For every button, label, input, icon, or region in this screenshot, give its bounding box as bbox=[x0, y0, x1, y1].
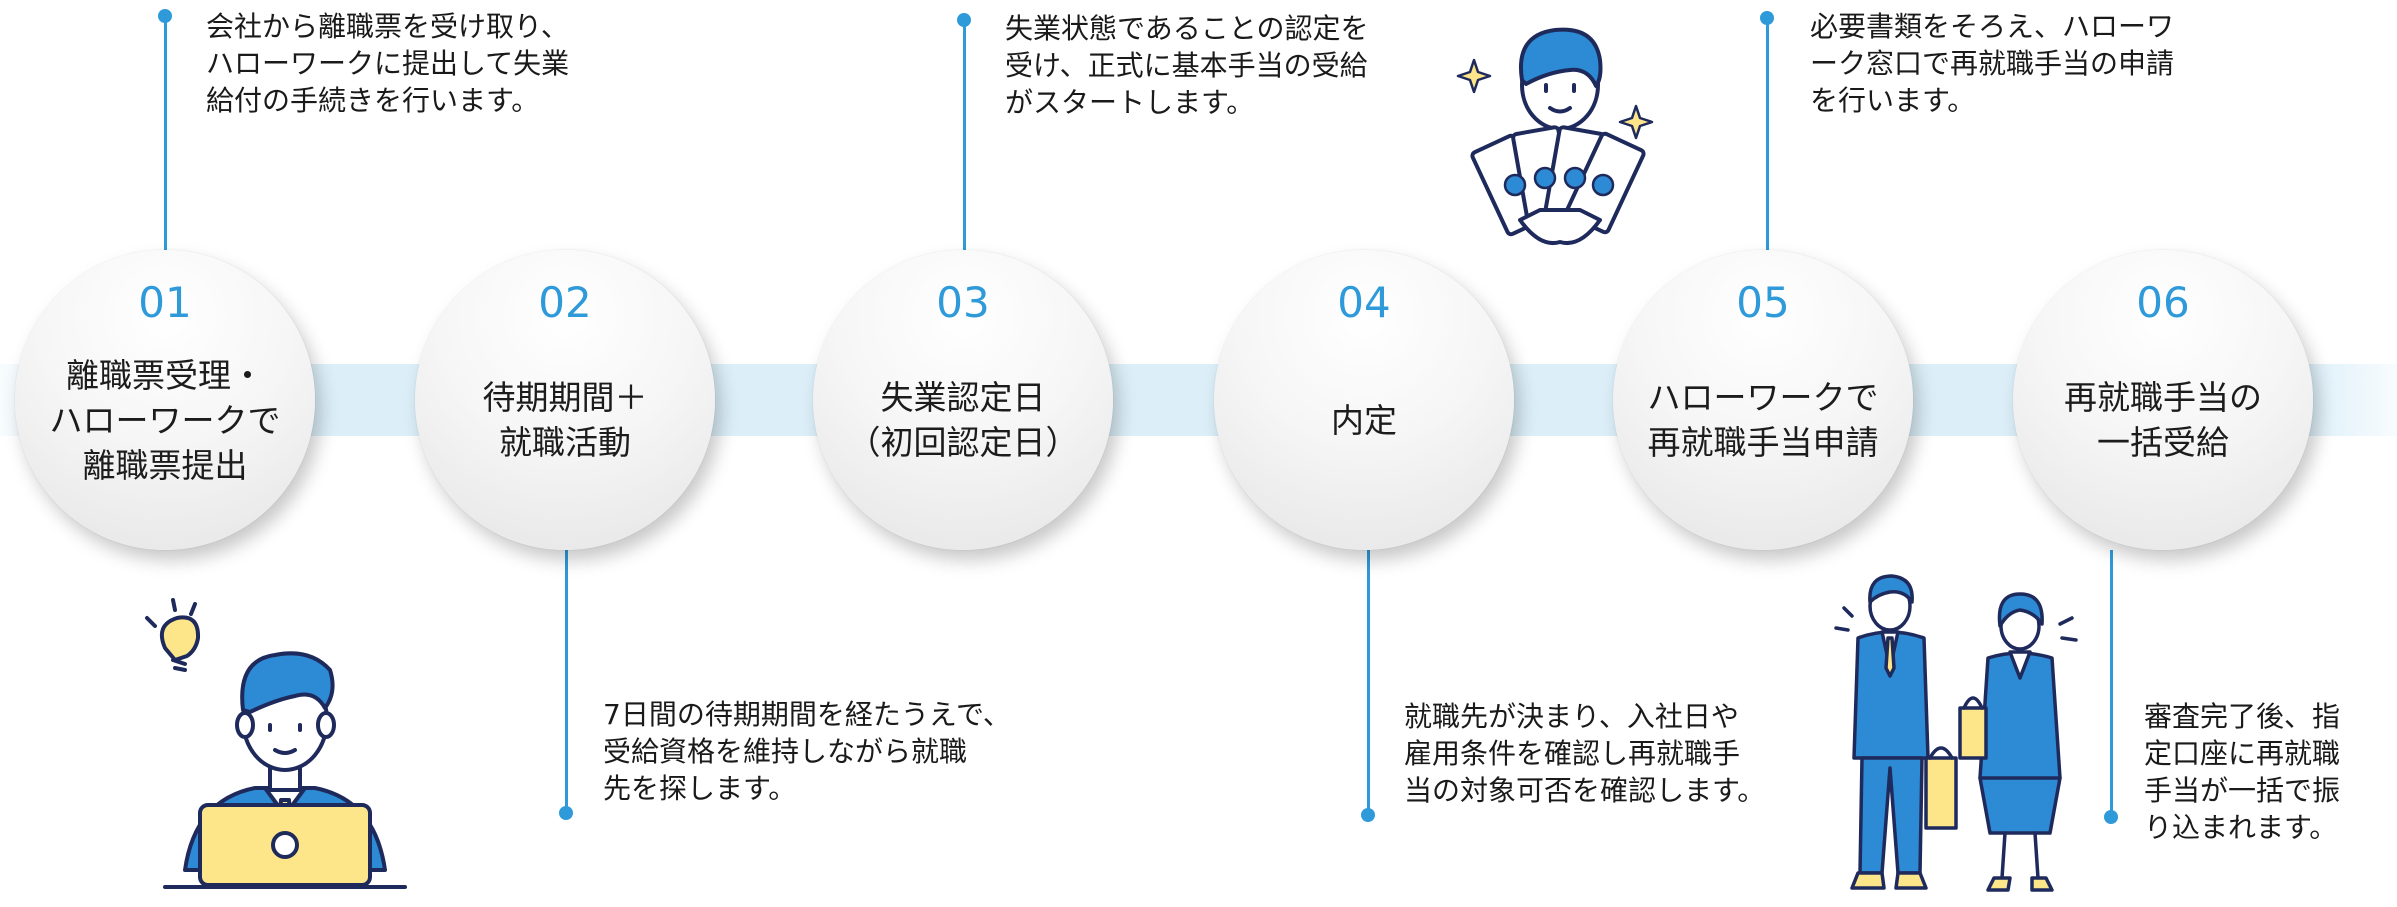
step-title: 内定 bbox=[1331, 400, 1397, 440]
step-number: 05 bbox=[1736, 278, 1790, 327]
step-title: 再就職手当の 一括受給 bbox=[2064, 378, 2262, 462]
connector-dot-03 bbox=[957, 13, 971, 27]
step-number: 04 bbox=[1337, 278, 1391, 327]
connector-dot-01 bbox=[158, 9, 172, 23]
person-holding-money-icon bbox=[1456, 27, 1654, 245]
connector-dot-02 bbox=[559, 806, 573, 820]
step-description-02: 7日間の待期期間を経たうえで、 受給資格を維持しながら就職 先を探します。 bbox=[603, 698, 1011, 805]
step-circle-04: 04 内定 bbox=[1214, 250, 1514, 550]
connector-line-04 bbox=[1367, 550, 1370, 815]
step-circle-05: 05 ハローワークで 再就職手当申請 bbox=[1613, 250, 1913, 550]
step-number: 02 bbox=[538, 278, 592, 327]
step-circle-03: 03 失業認定日 （初回認定日） bbox=[813, 250, 1113, 550]
step-title: 待期期間＋ 就職活動 bbox=[482, 378, 648, 462]
connector-dot-04 bbox=[1361, 808, 1375, 822]
connector-line-06 bbox=[2110, 550, 2113, 817]
business-couple-icon bbox=[1834, 574, 2078, 892]
step-description-04: 就職先が決まり、入社日や 雇用条件を確認し再就職手 当の対象可否を確認します。 bbox=[1404, 700, 1766, 807]
connector-dot-06 bbox=[2104, 810, 2118, 824]
step-description-03: 失業状態であることの認定を 受け、正式に基本手当の受給 がスタートします。 bbox=[1005, 12, 1369, 119]
step-number: 06 bbox=[2136, 278, 2190, 327]
connector-line-05 bbox=[1766, 18, 1769, 250]
step-title: ハローワークで 再就職手当申請 bbox=[1647, 378, 1879, 462]
person-laptop-lightbulb-icon bbox=[145, 598, 407, 889]
step-number: 03 bbox=[936, 278, 990, 327]
connector-line-01 bbox=[164, 16, 167, 250]
step-circle-06: 06 再就職手当の 一括受給 bbox=[2013, 250, 2313, 550]
step-number: 01 bbox=[138, 278, 192, 327]
connector-line-02 bbox=[565, 550, 568, 813]
step-title: 離職票受理・ ハローワークで 離職票提出 bbox=[49, 355, 281, 485]
step-circle-02: 02 待期期間＋ 就職活動 bbox=[415, 250, 715, 550]
connector-line-03 bbox=[963, 20, 966, 250]
step-circle-01: 01 離職票受理・ ハローワークで 離職票提出 bbox=[15, 250, 315, 550]
step-description-06: 審査完了後、指 定口座に再就職 手当が一括で振 り込まれます。 bbox=[2144, 700, 2341, 844]
step-title: 失業認定日 （初回認定日） bbox=[847, 378, 1079, 462]
timeline-band bbox=[0, 364, 2397, 436]
connector-dot-05 bbox=[1760, 11, 1774, 25]
step-description-01: 会社から離職票を受け取り、 ハローワークに提出して失業 給付の手続きを行います。 bbox=[206, 10, 570, 117]
step-description-05: 必要書類をそろえ、ハローワ ーク窓口で再就職手当の申請 を行います。 bbox=[1810, 10, 2175, 117]
